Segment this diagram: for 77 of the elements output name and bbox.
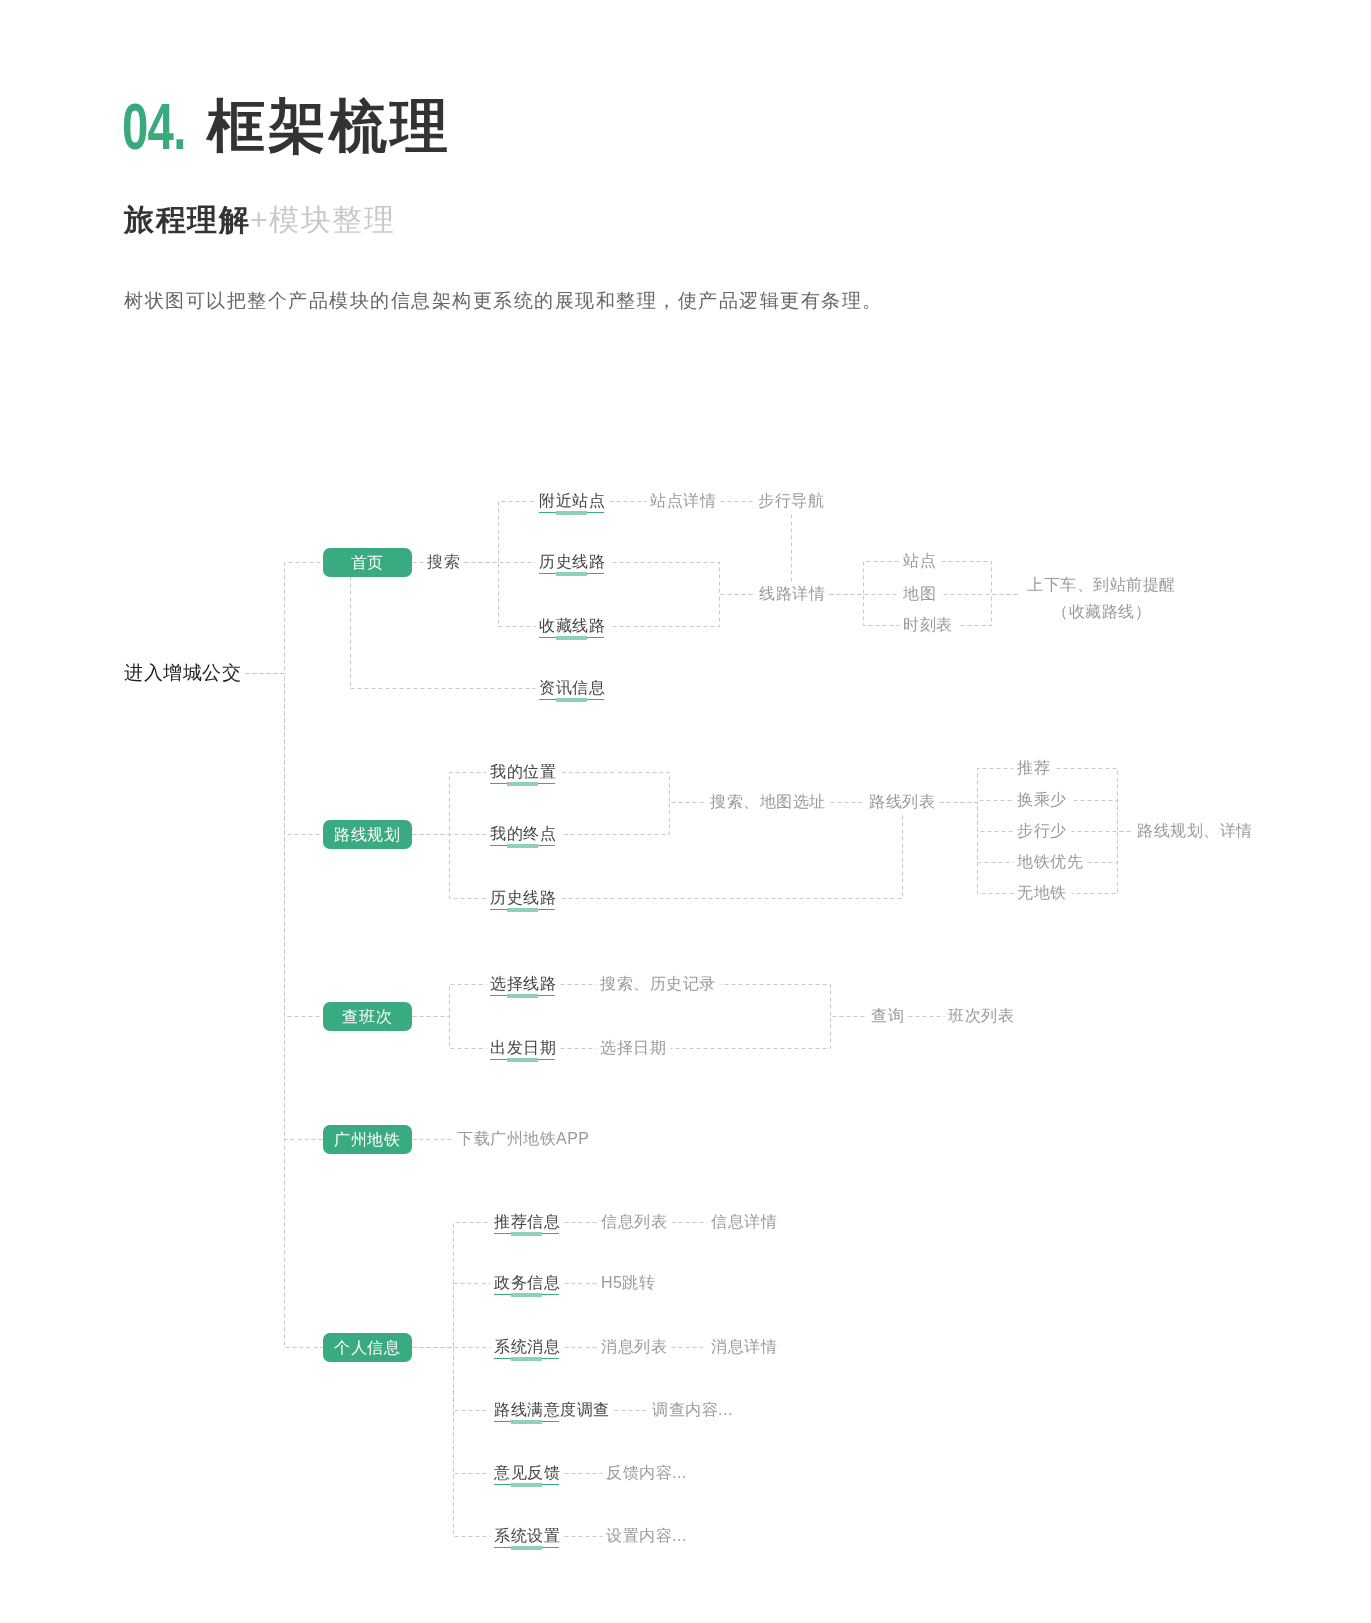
feature-label: 调查内容... (648, 1400, 737, 1420)
feature-label: 站点详情 (646, 491, 720, 511)
feature-label: 时刻表 (899, 615, 957, 635)
dashed-connector (564, 1283, 598, 1284)
dashed-connector (1071, 831, 1134, 894)
module-tag: 首页 (323, 547, 412, 577)
page-label: 出发日期 (486, 1038, 560, 1063)
page-label: 历史线路 (535, 552, 609, 577)
feature-label: 路线规划、详情 (1133, 821, 1257, 841)
page-label: 路线满意度调查 (490, 1400, 614, 1425)
feature-label: 信息详情 (707, 1212, 781, 1232)
page-label: 历史线路 (486, 888, 560, 913)
dashed-connector (614, 1410, 649, 1411)
dashed-connector (412, 1139, 454, 1140)
module-tag: 查班次 (323, 1001, 412, 1031)
page-label: 选择线路 (486, 974, 560, 999)
feature-label: 消息列表 (597, 1337, 671, 1357)
dashed-connector (412, 562, 424, 563)
dashed-connector (464, 562, 536, 627)
feature-label: 地铁优先 (1013, 852, 1087, 872)
description-text: 树状图可以把整个产品模块的信息架构更系统的展现和整理，使产品逻辑更有条理。 (124, 289, 883, 313)
feature-label: 下载广州地铁APP (453, 1129, 594, 1149)
feature-label: 消息详情 (707, 1337, 781, 1357)
feature-label: 步行导航 (754, 491, 828, 511)
module-tag: 广州地铁 (323, 1124, 412, 1154)
dashed-connector (939, 802, 1014, 894)
feature-label: 地图 (899, 584, 940, 604)
page-label: 收藏线路 (535, 616, 609, 641)
feature-label: H5跳转 (597, 1273, 660, 1293)
dashed-connector (245, 673, 324, 1348)
dashed-connector (671, 1347, 708, 1348)
page-label: 政务信息 (490, 1273, 564, 1298)
dashed-connector (564, 1222, 598, 1223)
page-label: 附近站点 (535, 491, 609, 516)
page-label: 推荐信息 (490, 1212, 564, 1237)
dashed-connector (609, 501, 647, 502)
dashed-connector (670, 1016, 868, 1049)
dashed-connector (829, 594, 900, 626)
feature-label: 信息列表 (597, 1212, 671, 1232)
feature-label: 设置内容... (602, 1526, 691, 1546)
feature-label: 无地铁 (1013, 883, 1071, 903)
note-label: 上下车、到站前提醒（收藏路线） (1020, 570, 1183, 625)
root-label: 进入增城公交 (120, 661, 245, 685)
dashed-connector (350, 576, 536, 689)
dashed-connector (560, 984, 597, 985)
feature-label: 查询 (867, 1006, 908, 1026)
feature-label: 搜索、历史记录 (596, 974, 720, 994)
feature-label: 站点 (899, 551, 940, 571)
feature-label: 班次列表 (944, 1006, 1018, 1026)
page-label: 系统设置 (490, 1526, 564, 1551)
feature-label: 换乘少 (1013, 790, 1071, 810)
dashed-connector (412, 1347, 491, 1537)
section-title: 框架梳理 (207, 92, 451, 160)
page-label: 系统消息 (490, 1337, 564, 1362)
dashed-connector (564, 1536, 603, 1537)
dashed-connector (830, 802, 866, 803)
feature-label: 反馈内容... (602, 1463, 691, 1483)
page-label: 资讯信息 (535, 678, 609, 703)
module-tag: 路线规划 (323, 819, 412, 849)
section-number: 04. (122, 92, 186, 162)
module-tag: 个人信息 (323, 1332, 412, 1362)
dashed-connector (671, 1222, 708, 1223)
feature-label: 推荐 (1013, 758, 1054, 778)
page-label: 我的位置 (486, 762, 560, 787)
feature-label: 路线列表 (865, 792, 939, 812)
feature-label: 搜索 (423, 552, 464, 572)
dashed-connector (564, 1473, 603, 1474)
page-label: 意见反馈 (490, 1463, 564, 1488)
feature-label: 线路详情 (755, 584, 829, 604)
feature-label: 步行少 (1013, 821, 1071, 841)
dashed-connector (908, 1016, 945, 1017)
feature-label: 搜索、地图选址 (706, 792, 830, 812)
feature-label: 选择日期 (596, 1038, 670, 1058)
dashed-connector (720, 501, 755, 502)
dashed-connector (564, 1347, 598, 1348)
page-label: 我的终点 (486, 824, 560, 849)
dashed-connector (560, 1048, 597, 1049)
